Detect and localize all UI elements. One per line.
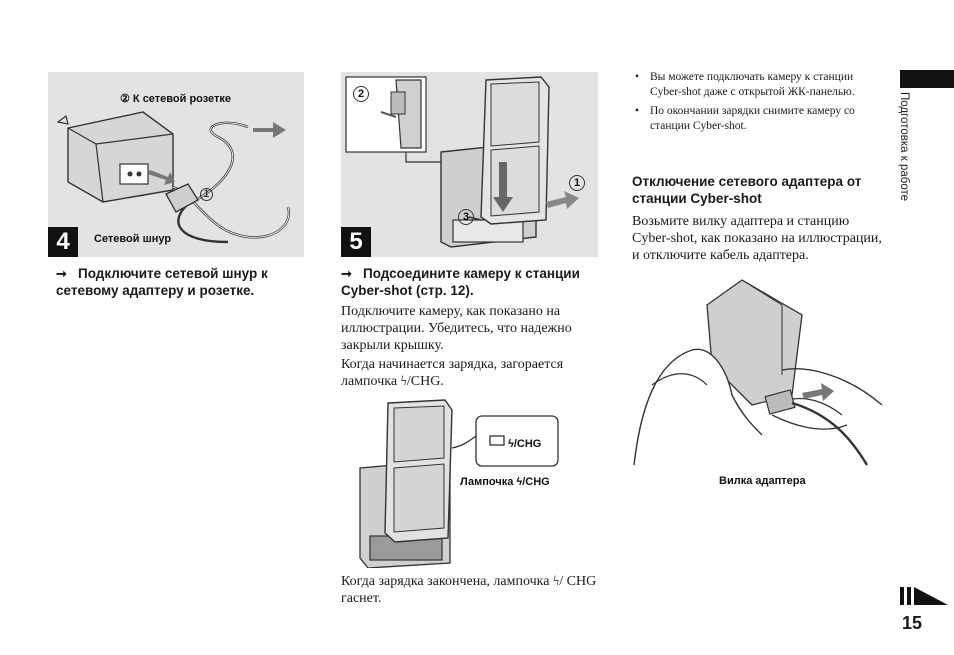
- step-number-5: 5: [341, 227, 371, 257]
- section-tab: Подготовка к работе: [898, 92, 910, 202]
- label-to-outlet: ② К сетевой розетке: [120, 93, 232, 105]
- step5-paragraph-2: Когда начинается зарядка, загорается лам…: [341, 357, 564, 389]
- step4-heading: ➞Подключите сетевой шнур к сетевому адап…: [56, 266, 268, 298]
- list-item: Вы можете подключать камеру к станции Cy…: [632, 70, 887, 100]
- plug-label: Вилка адаптера: [719, 475, 806, 487]
- camera-station-illustration: [345, 76, 579, 248]
- arrow-icon: ➞: [56, 266, 67, 281]
- chg-indicator-label: ϟ/CHG: [508, 438, 542, 450]
- step5-paragraph-3: Когда зарядка закончена, лампочка ϟ/ CHG…: [341, 574, 597, 606]
- callout-1: 1: [200, 188, 213, 201]
- list-item: По окончании зарядки снимите камеру со с…: [632, 104, 887, 134]
- figure-disconnect-plug: Вилка адаптера: [632, 275, 892, 487]
- continue-icon: [900, 585, 948, 607]
- disconnect-paragraph: Возьмите вилку адаптера и станцию Cyber-…: [632, 214, 882, 263]
- notes-list: Вы можете подключать камеру к станции Cy…: [632, 70, 887, 138]
- chg-lamp-caption: Лампочка ϟ/CHG: [460, 476, 550, 488]
- figure-ac-adapter: ② К сетевой розетке 1 Сетевой шнур 4: [48, 72, 304, 257]
- arrow-icon: ➞: [341, 266, 352, 281]
- disconnect-heading: Отключение сетевого адаптера от станции …: [632, 174, 862, 206]
- step5-paragraph-1: Подключите камеру, как показано на иллюс…: [341, 304, 572, 353]
- hands-plug-illustration: [633, 279, 883, 466]
- label-power-cord: Сетевой шнур: [94, 233, 172, 245]
- figure-chg-lamp: ϟ/CHG Лампочка ϟ/CHG: [350, 398, 590, 569]
- step5-heading: ➞Подсоедините камеру к станции Cyber-sho…: [341, 266, 580, 298]
- page-number: 15: [902, 613, 923, 633]
- figure-cyber-shot-station: 2 1 3 5: [341, 72, 598, 257]
- charging-station-illustration: [359, 399, 559, 569]
- callout-3: 3: [458, 209, 474, 225]
- step-number-4: 4: [48, 227, 78, 257]
- section-tab-marker: [900, 70, 954, 88]
- callout-2: 2: [353, 86, 369, 102]
- ac-adapter-illustration: [56, 111, 291, 244]
- callout-1: 1: [569, 175, 585, 191]
